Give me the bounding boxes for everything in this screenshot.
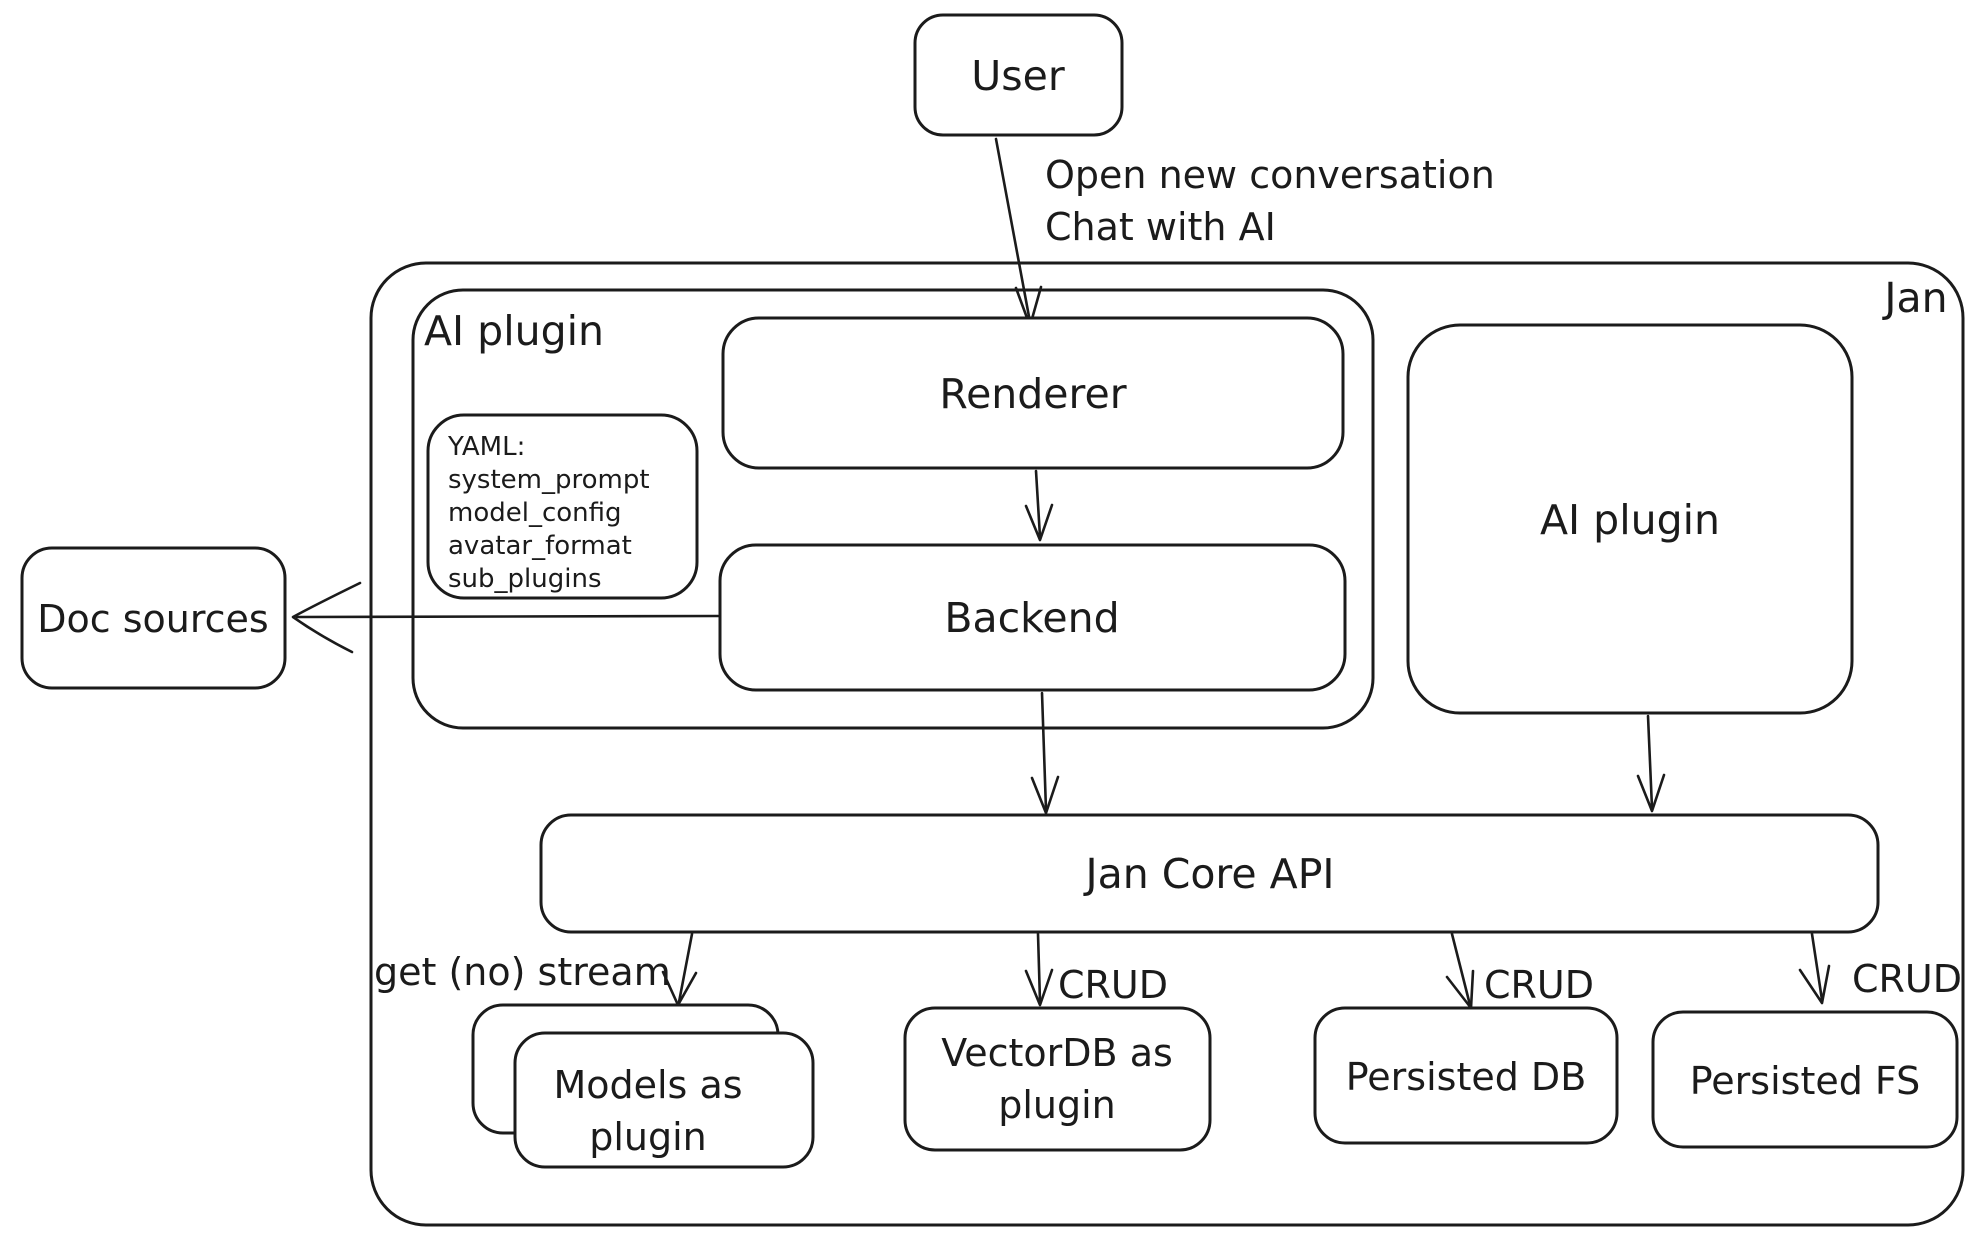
yaml-note-line: system_prompt xyxy=(448,465,650,495)
models-plugin-label-line1: Models as xyxy=(553,1063,742,1107)
backend-box xyxy=(718,543,1347,692)
doc-sources-box xyxy=(20,546,287,690)
persisted-fs-box xyxy=(1651,1010,1959,1149)
edge-label-user-to-renderer: Open new conversation Chat with AI xyxy=(1045,153,1495,249)
edge-renderer-to-backend xyxy=(1024,469,1054,542)
node-persisted-fs: Persisted FS xyxy=(1651,1010,1959,1149)
ai-plugin-container-box xyxy=(411,288,1375,730)
edge-line xyxy=(1036,932,1042,1004)
user-label: User xyxy=(971,52,1065,100)
edge-line xyxy=(1034,469,1042,539)
edge-user-to-renderer xyxy=(994,137,1043,328)
edge-core-api-to-persisted-fs xyxy=(1798,932,1831,1005)
persisted-fs-label: Persisted FS xyxy=(1690,1059,1921,1103)
yaml-note-line: avatar_format xyxy=(448,531,632,561)
edge-line xyxy=(1810,932,1824,1002)
renderer-label: Renderer xyxy=(939,370,1126,418)
edge-line xyxy=(677,932,694,1004)
node-jan-container: Jan xyxy=(369,261,1965,1227)
user-box xyxy=(913,13,1124,137)
persisted-db-box xyxy=(1313,1006,1619,1145)
arrowhead xyxy=(1024,503,1054,542)
node-ai-plugin-container: AI plugin xyxy=(411,288,1375,730)
arrowhead xyxy=(1024,968,1054,1007)
node-vectordb-plugin: VectorDB as plugin xyxy=(903,1006,1212,1152)
edge-label-line1: Open new conversation xyxy=(1045,153,1495,197)
yaml-note-box xyxy=(426,413,699,600)
node-ai-plugin-right: AI plugin xyxy=(1406,323,1854,715)
vectordb-plugin-label-line1: VectorDB as xyxy=(941,1031,1173,1075)
yaml-note-line: YAML: xyxy=(447,432,525,462)
ai-plugin-right-label: AI plugin xyxy=(1540,496,1720,544)
jan-container-box xyxy=(369,261,1965,1227)
doc-sources-label: Doc sources xyxy=(37,597,268,641)
node-jan-core-api: Jan Core API xyxy=(539,813,1880,934)
edge-label-crud-persisted-fs: CRUD xyxy=(1852,957,1962,1001)
persisted-db-label: Persisted DB xyxy=(1346,1055,1587,1099)
node-yaml-note: YAML: system_prompt model_config avatar_… xyxy=(426,413,699,600)
edge-line xyxy=(994,137,1032,324)
node-backend: Backend xyxy=(718,543,1347,692)
node-renderer: Renderer xyxy=(721,316,1345,470)
arrowhead xyxy=(1030,775,1060,815)
ai-plugin-container-label: AI plugin xyxy=(424,307,604,355)
edge-label-line2: Chat with AI xyxy=(1045,205,1276,249)
edge-line xyxy=(1450,932,1472,1007)
jan-core-api-box xyxy=(539,813,1880,934)
edge-backend-to-doc-sources xyxy=(291,581,720,654)
edge-ai-plugin-right-to-core-api xyxy=(1636,714,1666,813)
arrowhead xyxy=(1798,964,1831,1005)
edge-line xyxy=(1646,714,1654,810)
edge-core-api-to-vectordb xyxy=(1024,932,1054,1007)
node-models-plugin: Models as plugin xyxy=(471,1003,815,1169)
vectordb-plugin-label-line2: plugin xyxy=(998,1083,1116,1127)
node-persisted-db: Persisted DB xyxy=(1313,1006,1619,1145)
node-doc-sources: Doc sources xyxy=(20,546,287,690)
edge-line xyxy=(1040,691,1048,812)
arrowhead xyxy=(1636,773,1666,813)
edge-label-get-no-stream: get (no) stream xyxy=(374,950,671,994)
backend-label: Backend xyxy=(944,594,1119,642)
jan-container-label: Jan xyxy=(1881,274,1947,322)
vectordb-plugin-box xyxy=(903,1006,1212,1152)
edge-core-api-to-persisted-db xyxy=(1445,932,1475,1010)
edge-label-crud-persisted-db: CRUD xyxy=(1484,963,1594,1007)
jan-core-api-label: Jan Core API xyxy=(1082,850,1334,898)
yaml-note-line: sub_plugins xyxy=(448,564,602,594)
arrowhead xyxy=(291,581,362,654)
models-plugin-front-box xyxy=(513,1031,815,1169)
models-plugin-label-line2: plugin xyxy=(589,1115,707,1159)
ai-plugin-right-box xyxy=(1406,323,1854,715)
edge-line xyxy=(295,614,720,619)
edge-label-crud-vectordb: CRUD xyxy=(1058,963,1168,1007)
yaml-note-line: model_config xyxy=(448,498,622,528)
edge-backend-to-core-api xyxy=(1030,691,1060,815)
renderer-box xyxy=(721,316,1345,470)
node-user: User xyxy=(913,13,1124,137)
